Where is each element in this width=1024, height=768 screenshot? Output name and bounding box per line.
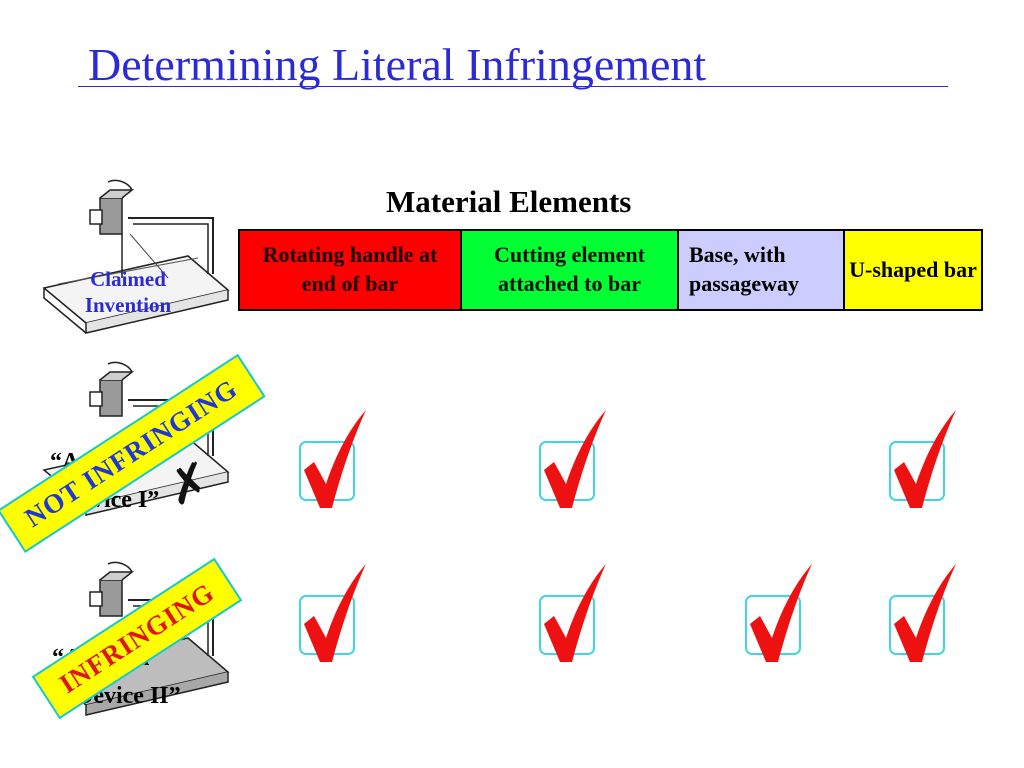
check-row2-col2-icon	[539, 564, 606, 662]
element-cutting-element: Cutting element attached to bar	[462, 229, 679, 311]
element-rotating-handle: Rotating handle at end of bar	[238, 229, 462, 311]
check-row1-col4-icon	[889, 410, 956, 508]
title-underline	[78, 86, 948, 87]
slide-title: Determining Literal Infringement	[88, 39, 707, 90]
check-row2-col3-icon	[745, 564, 812, 662]
element-u-shaped-bar: U-shaped bar	[845, 229, 983, 311]
claimed-invention-drawing	[42, 179, 230, 334]
check-row1-col2-icon	[539, 410, 606, 508]
element-base: Base, with passageway	[679, 229, 845, 311]
claimed-invention-label: Claimed Invention	[84, 267, 172, 318]
check-row2-col4-icon	[889, 564, 956, 662]
material-elements-heading: Material Elements	[386, 184, 632, 219]
check-row2-col1-icon	[299, 564, 366, 662]
check-row1-col1-icon	[299, 410, 366, 508]
elements-table: Rotating handle at end of bar Cutting el…	[238, 229, 983, 311]
